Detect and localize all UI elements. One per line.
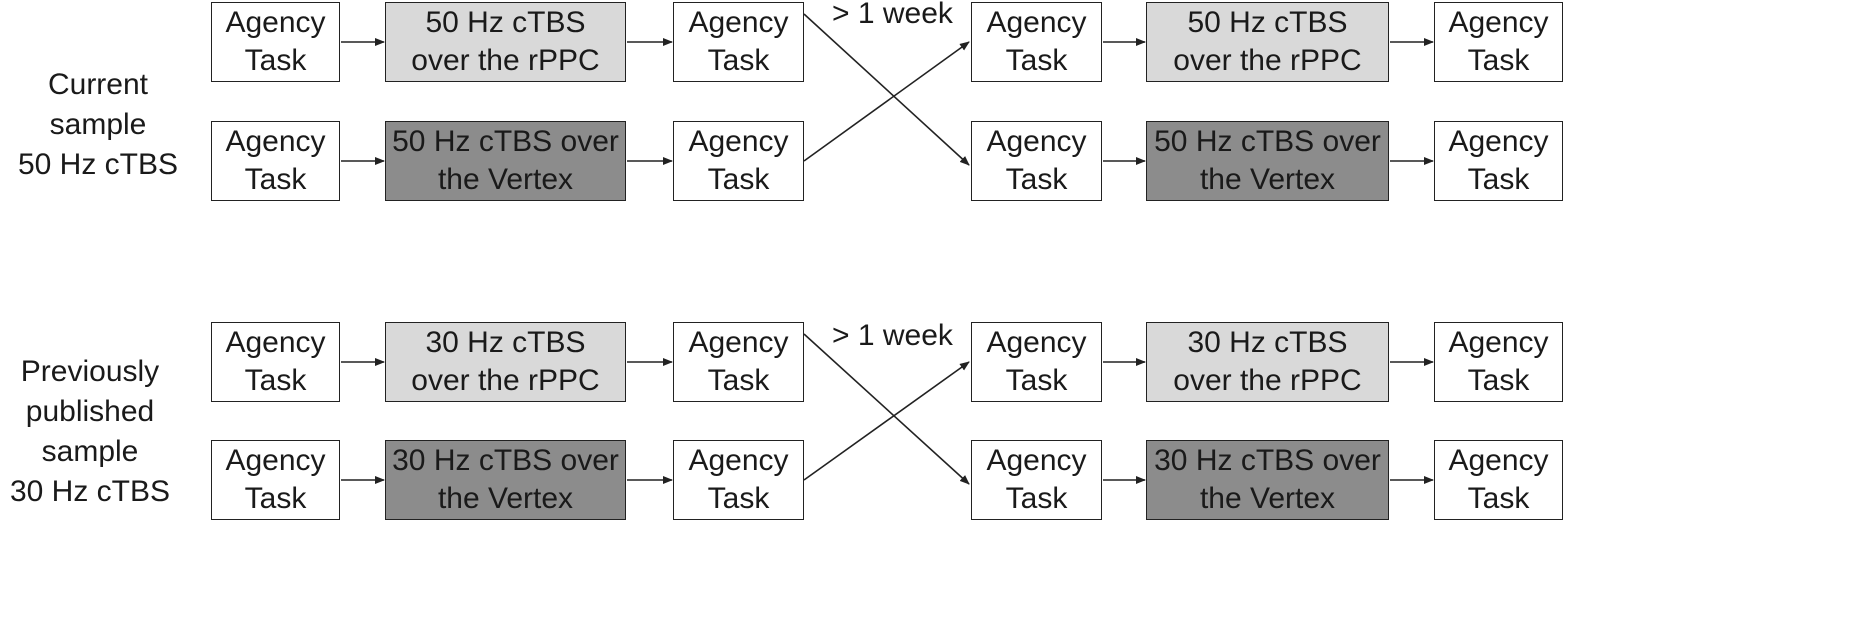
agency-task-box: Agency Task (673, 2, 804, 82)
agency-task-box: Agency Task (971, 440, 1102, 520)
agency-task-box: Agency Task (1434, 322, 1563, 402)
agency-task-box: Agency Task (211, 2, 340, 82)
agency-task-box: Agency Task (1434, 121, 1563, 201)
agency-task-box: Agency Task (1434, 2, 1563, 82)
gap-label-one-week: > 1 week (832, 319, 953, 352)
agency-task-box: Agency Task (211, 440, 340, 520)
agency-task-box: Agency Task (971, 322, 1102, 402)
agency-task-box: Agency Task (1434, 440, 1563, 520)
agency-task-box: Agency Task (673, 121, 804, 201)
group-label-current-sample: Current sample 50 Hz cTBS (17, 68, 179, 181)
crossover-arrow (803, 361, 970, 481)
rppc-stimulation-box: 50 Hz cTBS over the rPPC (385, 2, 626, 82)
gap-label-one-week: > 1 week (832, 0, 953, 30)
agency-task-box: Agency Task (971, 121, 1102, 201)
vertex-stimulation-box: 50 Hz cTBS over the Vertex (1146, 121, 1389, 201)
agency-task-box: Agency Task (211, 322, 340, 402)
crossover-arrow (803, 41, 970, 162)
vertex-stimulation-box: 30 Hz cTBS over the Vertex (385, 440, 626, 520)
agency-task-box: Agency Task (971, 2, 1102, 82)
agency-task-box: Agency Task (673, 322, 804, 402)
agency-task-box: Agency Task (211, 121, 340, 201)
crossover-arrow (803, 13, 970, 166)
rppc-stimulation-box: 50 Hz cTBS over the rPPC (1146, 2, 1389, 82)
vertex-stimulation-box: 30 Hz cTBS over the Vertex (1146, 440, 1389, 520)
agency-task-box: Agency Task (673, 440, 804, 520)
rppc-stimulation-box: 30 Hz cTBS over the rPPC (385, 322, 626, 402)
group-label-previous-sample: Previously published sample 30 Hz cTBS (9, 355, 171, 508)
rppc-stimulation-box: 30 Hz cTBS over the rPPC (1146, 322, 1389, 402)
vertex-stimulation-box: 50 Hz cTBS over the Vertex (385, 121, 626, 201)
crossover-arrow (803, 333, 970, 485)
